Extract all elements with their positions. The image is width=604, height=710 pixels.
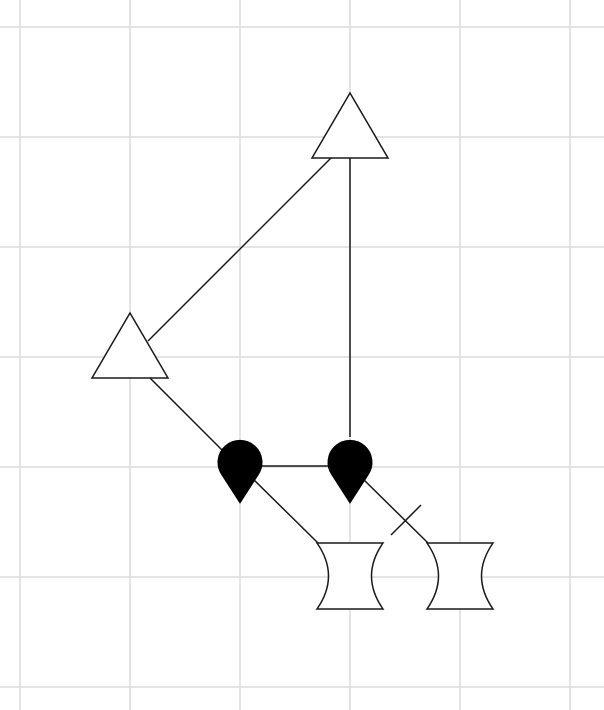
edge-triangle-top-to-triangle-left[interactable] — [147, 156, 333, 342]
triangle-top-icon[interactable] — [310, 91, 390, 159]
edge-droplet-right-to-hourglass-right[interactable] — [361, 477, 429, 544]
edge-droplet-left-to-hourglass-left[interactable] — [251, 477, 319, 544]
hourglass-left-icon[interactable] — [315, 542, 385, 610]
edge-layer — [147, 156, 429, 544]
inverted-droplet-left-icon[interactable] — [217, 439, 263, 504]
inverted-droplet-right-icon[interactable] — [327, 439, 373, 504]
hourglass-right-icon[interactable] — [425, 542, 495, 610]
node-layer — [90, 91, 495, 610]
tick-mark — [390, 504, 422, 536]
triangle-left-icon[interactable] — [90, 311, 170, 379]
edge-triangle-left-to-droplet-left[interactable] — [149, 377, 223, 451]
